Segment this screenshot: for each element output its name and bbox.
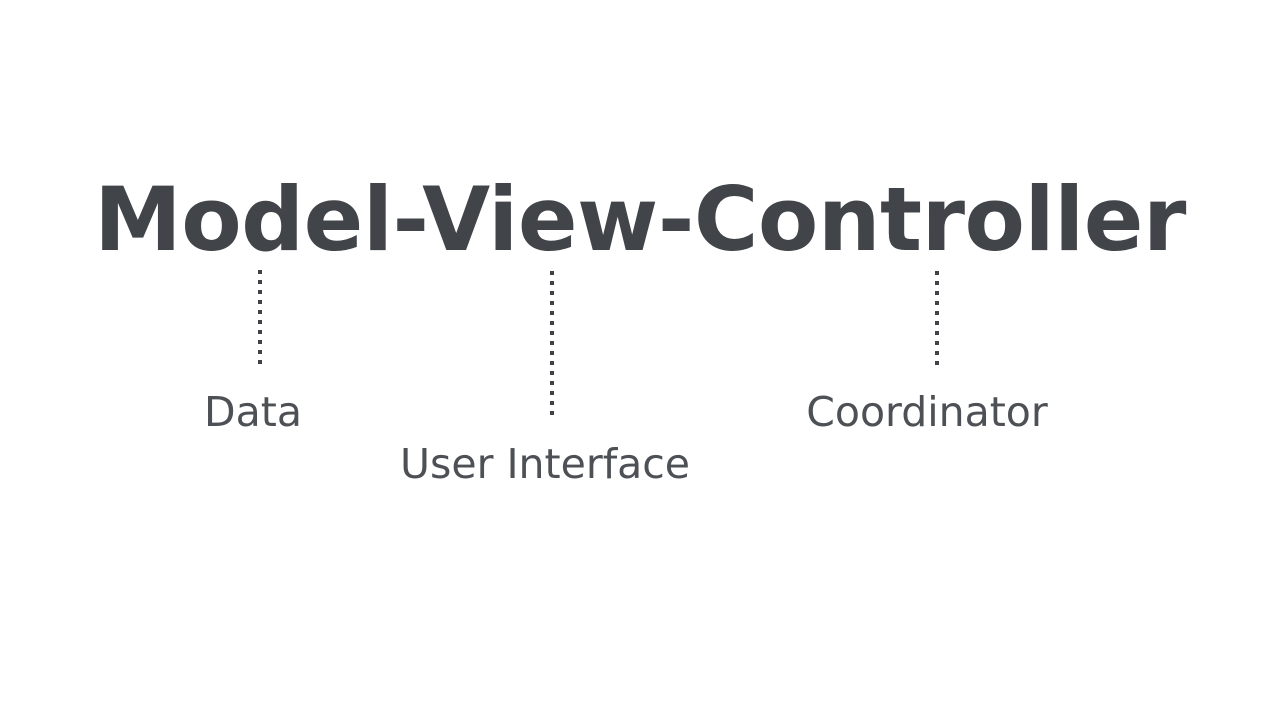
branch-label-view: User Interface — [399, 440, 691, 488]
page-title: Model-View-Controller — [94, 168, 1186, 271]
dotted-connector-controller — [935, 271, 939, 371]
branch-label-model: Data — [204, 388, 302, 436]
branch-label-controller: Coordinator — [806, 388, 1048, 436]
dotted-connector-view — [550, 271, 554, 421]
dotted-connector-model — [258, 270, 262, 370]
